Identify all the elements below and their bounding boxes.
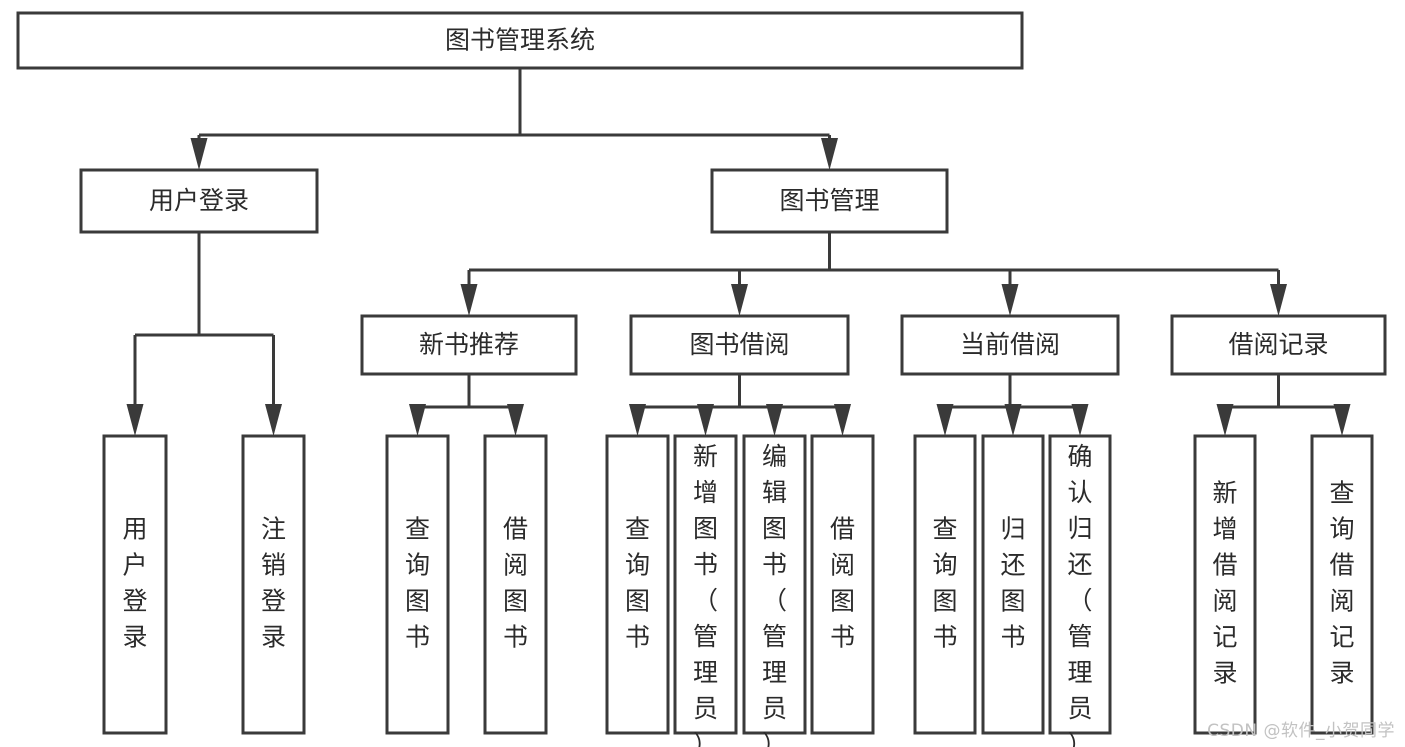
node-label: 用户登录: [149, 186, 249, 215]
edge-book_borrow-to-leaf_query_book_b-arrowhead: [629, 404, 646, 436]
node-box: [1048, 434, 1112, 735]
edge-book_borrow-to-leaf_borrow_book_b-arrowhead: [834, 404, 851, 436]
node-label: 图书管理系统: [445, 26, 595, 55]
node-box: [710, 168, 949, 234]
edge-book-manage-to-l3_current_borrow-arrowhead: [1001, 284, 1019, 316]
node-label: 借阅图书: [503, 515, 528, 652]
node-label: 注销登录: [261, 515, 286, 652]
node-label: 借阅图书: [830, 515, 855, 652]
node-box: [629, 314, 850, 376]
node-box: [1170, 314, 1387, 376]
node-label: 图书借阅: [689, 330, 789, 359]
node-label: 查询图书: [405, 515, 430, 652]
node-leaf-return-book[interactable]: 归还图书: [981, 434, 1045, 735]
node-box: [981, 434, 1045, 735]
edge-root-to-l2_user_login-arrowhead: [190, 138, 208, 170]
node-label: 当前借阅: [960, 330, 1060, 359]
node-root[interactable]: 图书管理系统: [16, 11, 1024, 70]
node-label: 查询图书: [932, 515, 957, 652]
node-box: [483, 434, 548, 735]
node-l2-book-manage[interactable]: 图书管理: [710, 168, 949, 234]
node-box: [673, 434, 738, 735]
node-label: 新书推荐: [419, 330, 519, 359]
node-label: 新增图书（管理员）: [693, 442, 718, 747]
edge-book_borrow-to-leaf_add_book-arrowhead: [697, 404, 714, 436]
node-label: 查询借阅记录: [1329, 479, 1354, 688]
node-leaf-query-book-b[interactable]: 查询图书: [605, 434, 670, 735]
edge-root-to-l2_book_manage-arrowhead: [821, 138, 838, 170]
edge-book-manage-to-l3_new_book_rec-arrowhead: [460, 284, 478, 316]
connector-layer: [126, 68, 1351, 436]
edge-current_borrow-to-leaf_confirm_return-arrowhead: [1071, 404, 1089, 436]
node-leaf-add-record[interactable]: 新增借阅记录: [1193, 434, 1257, 735]
node-label: 归还图书: [1000, 515, 1025, 652]
node-label: 用户登录: [122, 515, 147, 652]
node-leaf-add-book[interactable]: 新增图书（管理员）: [673, 434, 738, 747]
node-box: [742, 434, 807, 735]
node-leaf-edit-book[interactable]: 编辑图书（管理员）: [742, 434, 807, 747]
node-leaf-user-logout[interactable]: 注销登录: [241, 434, 306, 735]
node-leaf-borrow-book-rec[interactable]: 借阅图书: [483, 434, 548, 735]
node-leaf-query-book-rec[interactable]: 查询图书: [385, 434, 450, 735]
edge-book-manage-to-l3_borrow_record-arrowhead: [1270, 284, 1287, 316]
node-box: [810, 434, 875, 735]
node-label: 图书管理: [779, 186, 879, 215]
edge-new_book_rec-to-leaf_query_book_rec-arrowhead: [409, 404, 426, 436]
edge-borrow_record-to-leaf_query_record-arrowhead: [1333, 404, 1351, 436]
edge-current_borrow-to-leaf_return_book-arrowhead: [1004, 404, 1022, 436]
node-box: [360, 314, 578, 376]
node-layer: 图书管理系统用户登录图书管理新书推荐图书借阅当前借阅借阅记录用户登录注销登录查询…: [16, 11, 1387, 747]
node-leaf-user-login[interactable]: 用户登录: [102, 434, 168, 735]
edge-user-login-to-leaf_user_login-arrowhead: [126, 404, 144, 436]
node-leaf-query-record[interactable]: 查询借阅记录: [1310, 434, 1374, 735]
node-l2-user-login[interactable]: 用户登录: [79, 168, 319, 234]
node-l3-borrow-record[interactable]: 借阅记录: [1170, 314, 1387, 376]
node-box: [102, 434, 168, 735]
node-leaf-confirm-return[interactable]: 确认归还（管理员）: [1048, 434, 1112, 747]
edge-book_borrow-to-leaf_edit_book-arrowhead: [766, 404, 783, 436]
edge-current_borrow-to-leaf_query_book_c-arrowhead: [936, 404, 954, 436]
node-label: 编辑图书（管理员）: [762, 442, 787, 747]
node-label: 查询图书: [625, 515, 650, 652]
edge-borrow_record-to-leaf_add_record-arrowhead: [1216, 404, 1234, 436]
node-box: [385, 434, 450, 735]
node-label: 确认归还（管理员）: [1067, 442, 1092, 747]
node-l3-current-borrow[interactable]: 当前借阅: [900, 314, 1120, 376]
node-box: [1310, 434, 1374, 735]
node-leaf-query-book-c[interactable]: 查询图书: [913, 434, 977, 735]
edge-new_book_rec-to-leaf_borrow_book_rec-arrowhead: [507, 404, 524, 436]
node-box: [900, 314, 1120, 376]
node-box: [605, 434, 670, 735]
edge-book-manage-to-l3_book_borrow-arrowhead: [731, 284, 748, 316]
node-box: [913, 434, 977, 735]
node-box: [241, 434, 306, 735]
node-box: [16, 11, 1024, 70]
node-label: 借阅记录: [1228, 330, 1328, 359]
node-label: 新增借阅记录: [1212, 479, 1237, 688]
node-l3-book-borrow[interactable]: 图书借阅: [629, 314, 850, 376]
node-box: [79, 168, 319, 234]
node-leaf-borrow-book-b[interactable]: 借阅图书: [810, 434, 875, 735]
edge-user-login-to-leaf_user_logout-arrowhead: [265, 404, 282, 436]
node-l3-new-book-rec[interactable]: 新书推荐: [360, 314, 578, 376]
node-box: [1193, 434, 1257, 735]
